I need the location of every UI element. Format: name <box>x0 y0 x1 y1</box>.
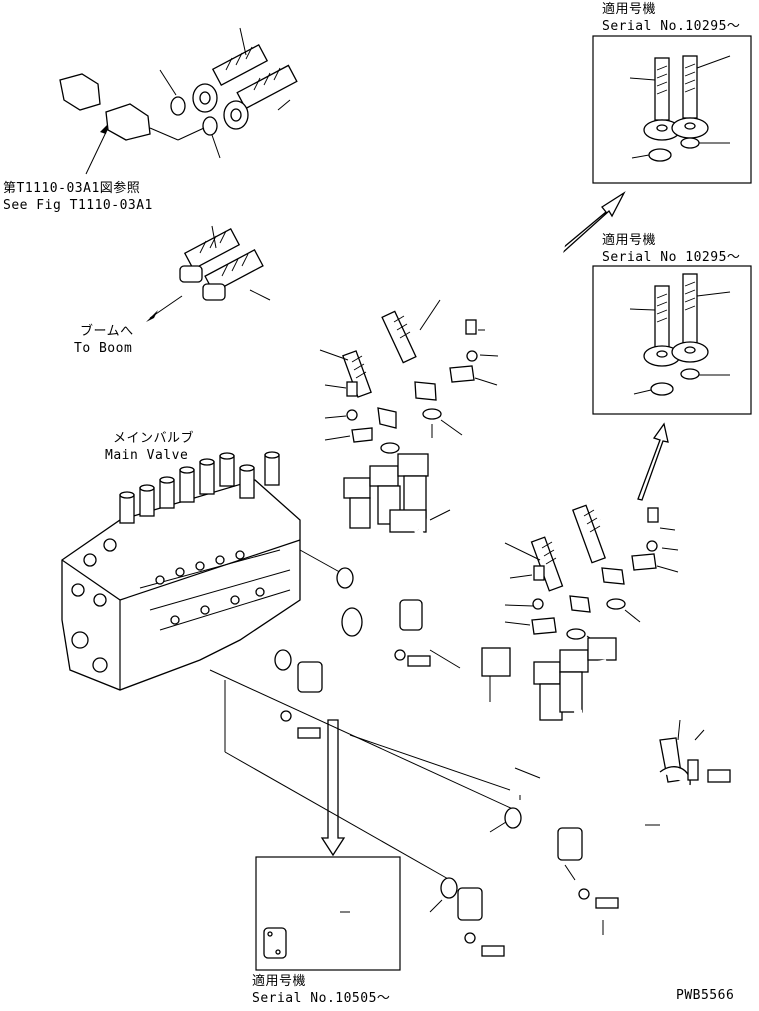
inset-serial-10505 <box>255 856 401 971</box>
to-boom-jp: ブームへ <box>80 323 134 339</box>
hose-fittings-top <box>159 27 298 159</box>
inset-serial-10295-mid <box>592 265 752 415</box>
inset3-title-en: Serial No.10505～ <box>252 991 390 1006</box>
drawing-number: PWB5566 <box>676 988 734 1003</box>
inset-serial-10295-top <box>592 35 752 184</box>
to-boom-arrow <box>146 295 183 322</box>
valve-leader-lines <box>209 549 516 881</box>
main-valve <box>61 451 301 691</box>
pipe-group-right <box>429 504 731 957</box>
arrow-to-inset-bottom <box>320 719 346 857</box>
inset1-title-en: Serial No.10295～ <box>602 19 740 34</box>
inset2-title-jp: 適用号機 <box>602 232 656 248</box>
inset2-title-en: Serial No 10295～ <box>602 250 740 265</box>
pipe-group-left <box>274 299 499 739</box>
to-boom-en: To Boom <box>74 341 132 356</box>
inset3-title-jp: 適用号機 <box>252 973 306 989</box>
main-valve-en: Main Valve <box>105 448 188 463</box>
main-valve-jp: メインバルブ <box>113 430 194 446</box>
ref-label-jp: 第T1110-03A1図参照 <box>3 180 140 196</box>
reference-part <box>59 73 205 175</box>
inset1-title-jp: 適用号機 <box>602 1 656 17</box>
ref-label-en: See Fig T1110-03A1 <box>3 198 153 213</box>
arrow-to-inset-mid <box>637 422 669 501</box>
hose-fittings-lower <box>179 225 271 301</box>
hose-lower <box>203 194 603 522</box>
